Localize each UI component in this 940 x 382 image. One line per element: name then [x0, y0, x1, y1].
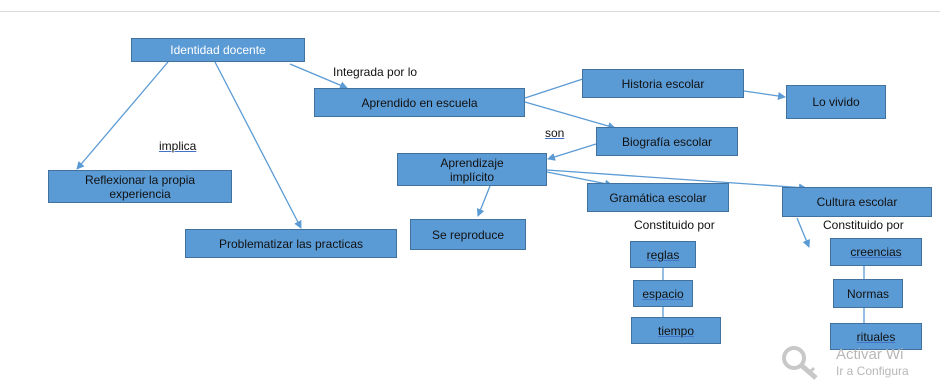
node-biografia-escolar[interactable]: Biografía escolar	[596, 127, 738, 156]
node-reglas-label: reglas	[646, 247, 680, 262]
node-reflexionar[interactable]: Reflexionar la propia experiencia	[48, 170, 232, 203]
edge-cultura-creencias	[796, 217, 811, 248]
label-constituido-por-gramatica: Constituido por	[634, 218, 715, 232]
node-biografia-escolar-label: Biografía escolar	[621, 134, 713, 149]
node-problematizar[interactable]: Problematizar las practicas	[185, 229, 397, 258]
node-lo-vivido[interactable]: Lo vivido	[786, 85, 886, 119]
node-historia-escolar-label: Historia escolar	[621, 76, 705, 91]
node-rituales[interactable]: rituales	[830, 323, 922, 350]
node-lo-vivido-label: Lo vivido	[812, 95, 860, 109]
watermark-line-2: Ir a Configura	[836, 364, 909, 378]
edge-aprendizaje-cultura	[546, 169, 807, 192]
node-espacio-label: espacio	[642, 286, 684, 301]
edge-biografia-aprendizaje	[547, 143, 597, 161]
node-se-reproduce-label: Se reproduce	[431, 227, 505, 242]
edge-identidad-aprendido	[289, 63, 348, 89]
node-historia-escolar[interactable]: Historia escolar	[582, 69, 744, 98]
node-espacio[interactable]: espacio	[633, 280, 693, 307]
node-problematizar-label: Problematizar las practicas	[218, 236, 364, 251]
edge-aprendido-biografia	[524, 101, 616, 130]
node-rituales-label: rituales	[856, 329, 896, 344]
node-se-reproduce[interactable]: Se reproduce	[410, 219, 526, 250]
node-reflexionar-label: Reflexionar la propia experiencia	[84, 172, 196, 201]
node-aprendizaje-implicito[interactable]: Aprendizaje implícito	[397, 153, 547, 186]
node-normas[interactable]: Normas	[833, 279, 903, 308]
node-creencias-label: creencias	[850, 245, 902, 259]
node-tiempo-label: tiempo	[657, 323, 695, 338]
node-cultura-escolar-label: Cultura escolar	[816, 195, 898, 209]
top-divider	[0, 11, 940, 12]
label-son: son	[545, 126, 565, 140]
label-integrada-por-lo: Integrada por lo	[333, 65, 418, 79]
node-identidad-docente[interactable]: Identidad docente	[131, 38, 305, 62]
label-implica: implica	[159, 139, 197, 153]
key-icon	[782, 346, 818, 380]
node-normas-label: Normas	[846, 286, 889, 301]
node-aprendizaje-implicito-label: Aprendizaje implícito	[440, 155, 504, 184]
node-gramatica-escolar-label: Gramática escolar	[609, 190, 707, 205]
node-identidad-docente-label: Identidad docente	[170, 43, 266, 57]
node-reglas[interactable]: reglas	[630, 241, 696, 268]
edge-identidad-reflexionar	[76, 61, 169, 170]
node-cultura-escolar[interactable]: Cultura escolar	[782, 187, 932, 217]
edge-identidad-problematizar	[214, 61, 302, 229]
node-aprendido-en-escuela[interactable]: Aprendido en escuela	[314, 88, 525, 117]
edge-aprendizaje-sereproduce	[476, 185, 491, 217]
watermark-line-1: Activar Wi	[836, 346, 904, 363]
node-gramatica-escolar[interactable]: Gramática escolar	[587, 183, 729, 212]
node-tiempo[interactable]: tiempo	[631, 317, 721, 344]
node-creencias[interactable]: creencias	[830, 238, 922, 266]
edge-aprendizaje-gramatica	[546, 171, 613, 188]
edge-historia-lovivido	[743, 90, 786, 100]
node-aprendido-en-escuela-label: Aprendido en escuela	[361, 95, 478, 110]
activation-watermark: Activar Wi Ir a Configura	[780, 342, 940, 382]
label-constituido-por-cultura: Constituido por	[823, 218, 904, 232]
